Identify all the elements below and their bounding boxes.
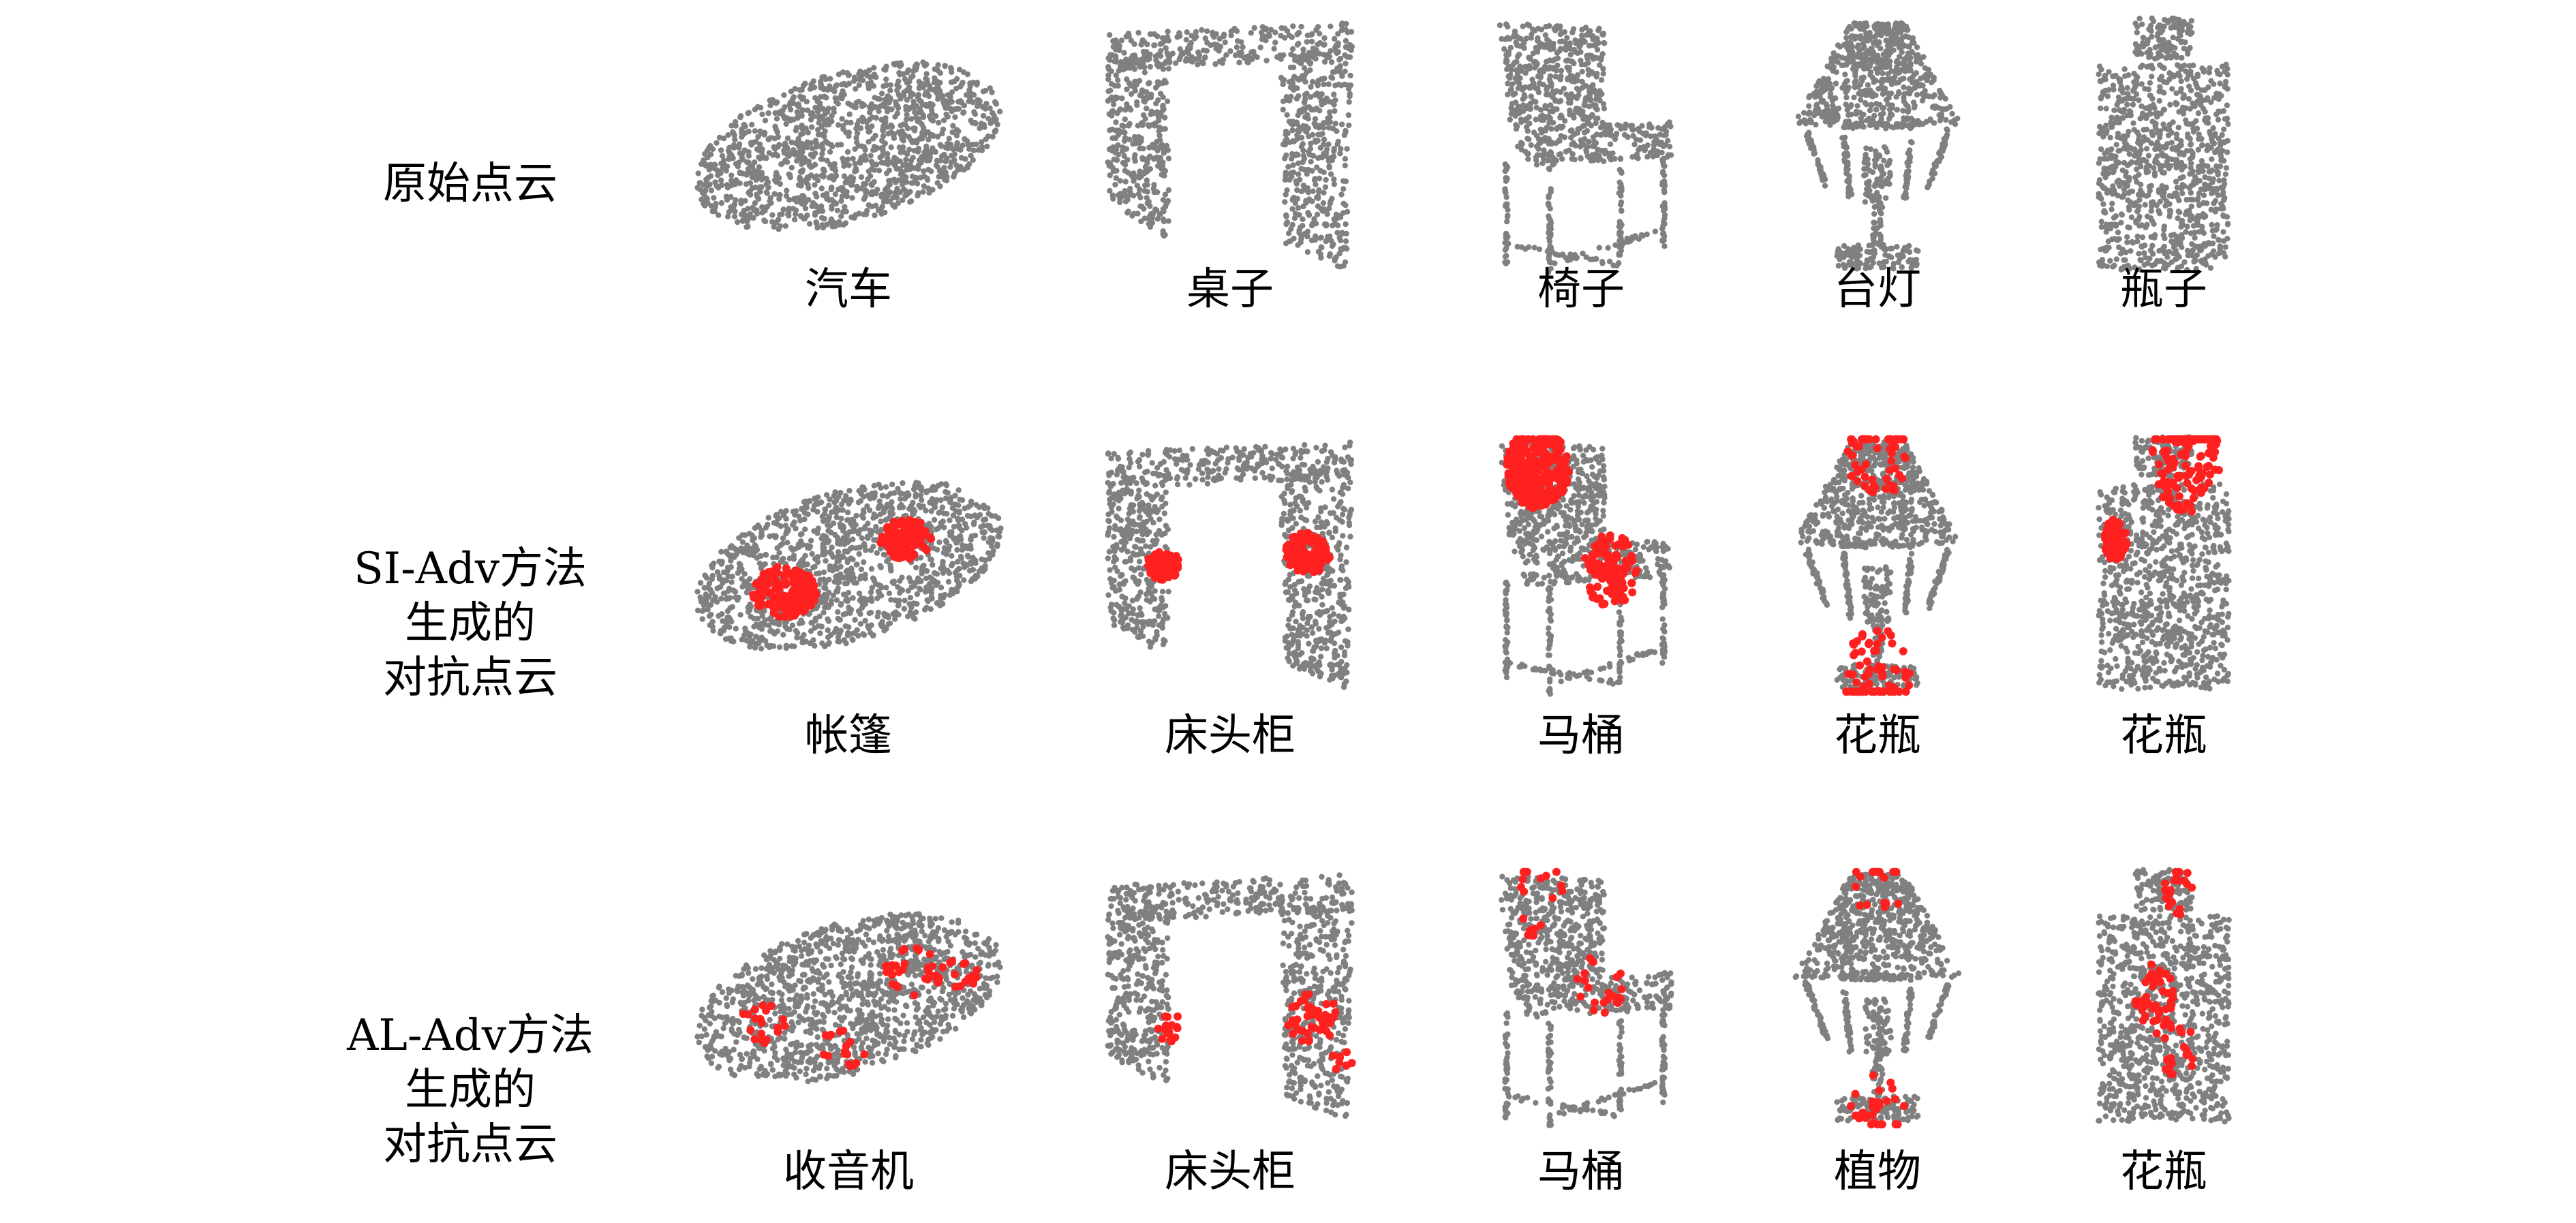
cell-caption: 马桶	[1537, 711, 1625, 761]
row-label-si-adv: SI-Adv方法生成的对抗点云	[300, 542, 641, 705]
row-label-original: 原始点云	[300, 157, 641, 211]
point-cloud-car	[694, 911, 1003, 1085]
point-cloud-lamp	[1792, 867, 1962, 1129]
cell-caption: 帐篷	[805, 711, 892, 761]
perturbed-points	[749, 516, 936, 621]
gray-points	[2096, 15, 2231, 273]
point-cloud-lamp	[1795, 20, 1961, 272]
point-cloud-bottle	[2096, 434, 2232, 692]
cell-caption: 花瓶	[2120, 1147, 2207, 1197]
row-label-line: 生成的	[405, 1065, 536, 1115]
point-cloud-bottle	[2096, 867, 2232, 1125]
cell-caption: 床头柜	[1165, 711, 1295, 761]
point-cloud-table	[1105, 20, 1355, 270]
point-cloud-car	[694, 480, 1004, 652]
perturbed-points	[2100, 435, 2223, 563]
point-cloud-chair	[1499, 867, 1674, 1128]
cell-caption: 花瓶	[2120, 711, 2207, 761]
cell-caption: 收音机	[783, 1147, 914, 1197]
gray-points	[694, 911, 1003, 1085]
gray-points	[1499, 873, 1674, 1128]
perturbed-points	[1503, 435, 1641, 608]
point-cloud-chair	[1499, 435, 1672, 697]
cell-caption: 桌子	[1186, 264, 1274, 315]
gray-points	[1105, 439, 1355, 690]
point-cloud-car	[694, 59, 1003, 232]
perturbed-points	[2131, 867, 2197, 1079]
perturbed-points	[1842, 435, 1914, 696]
gray-points	[694, 480, 1004, 652]
cell-caption: 椅子	[1537, 264, 1625, 315]
cell-caption: 花瓶	[1834, 711, 1921, 761]
row-label-line: 原始点云	[383, 159, 557, 209]
gray-points	[694, 59, 1003, 232]
row-label-line: AL-Adv方法	[347, 1010, 594, 1061]
cell-caption: 汽车	[805, 264, 892, 315]
perturbed-points	[739, 944, 981, 1070]
cell-caption: 马桶	[1537, 1147, 1625, 1197]
row-label-line: 生成的	[405, 598, 536, 649]
row-label-line: SI-Adv方法	[353, 544, 587, 594]
perturbed-points	[1144, 529, 1334, 584]
row-label-al-adv: AL-Adv方法生成的对抗点云	[300, 1008, 641, 1172]
point-cloud-chair	[1497, 21, 1674, 275]
cell-caption: 床头柜	[1165, 1147, 1295, 1197]
perturbed-points	[1154, 990, 1356, 1073]
gray-points	[1105, 20, 1355, 270]
point-cloud-table	[1105, 439, 1355, 690]
perturbed-points	[1847, 867, 1908, 1129]
perturbed-points	[1517, 867, 1626, 1017]
point-cloud-table	[1105, 872, 1356, 1119]
row-label-line: 对抗点云	[383, 653, 557, 703]
gray-points	[1792, 871, 1962, 1124]
gray-points	[1795, 20, 1961, 272]
gray-points	[1105, 872, 1355, 1119]
gray-points	[1497, 21, 1674, 275]
cell-caption: 瓶子	[2120, 264, 2207, 315]
cell-caption: 台灯	[1834, 264, 1921, 315]
point-cloud-bottle	[2096, 15, 2231, 273]
row-label-line: 对抗点云	[383, 1119, 557, 1170]
cell-caption: 植物	[1834, 1147, 1921, 1197]
gray-points	[2096, 867, 2232, 1125]
point-cloud-lamp	[1798, 435, 1959, 696]
